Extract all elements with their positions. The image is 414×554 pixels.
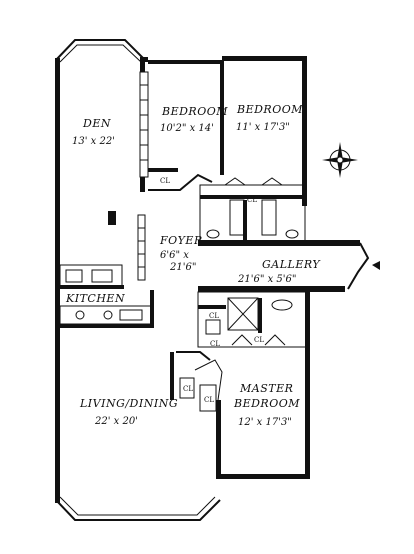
closet-mark-2: CL (247, 196, 257, 204)
foyer-label: FOYER (159, 234, 203, 247)
foyer-kitchen (59, 211, 154, 328)
left-wall (55, 58, 60, 503)
living-dims: 22' x 20' (94, 416, 138, 427)
upper-bathrooms (199, 177, 306, 246)
living-bay-window (55, 499, 221, 521)
gallery-walls (198, 240, 380, 292)
living-label: LIVING/DINING (79, 397, 178, 410)
compass-rose-icon (322, 142, 358, 178)
lower-bathrooms (197, 291, 309, 348)
closet-mark-6: CL (183, 385, 193, 393)
master-label: MASTER (239, 382, 293, 395)
closet-mark-5: CL (210, 340, 220, 348)
gallery-dims: 21'6" x 5'6" (237, 274, 297, 285)
den-bay-window (55, 39, 146, 61)
den-label: DEN (82, 117, 111, 130)
foyer-dims-2: 21'6" (169, 262, 196, 273)
bedroom1-dims: 10'2" x 14' (160, 123, 214, 134)
den-window-column (139, 71, 149, 178)
den-dims: 13' x 22' (72, 136, 115, 147)
kitchen-label: KITCHEN (65, 292, 125, 305)
closet-mark-3: CL (209, 312, 219, 320)
gallery-label: GALLERY (262, 258, 321, 271)
master-dims: 12' x 17'3" (238, 417, 292, 428)
master-label-2: BEDROOM (233, 397, 300, 410)
entry-arrow-icon (372, 261, 380, 270)
bedroom1-label: BEDROOM (161, 105, 228, 118)
bedroom2-dims: 11' x 17'3" (236, 122, 290, 133)
master-walls (170, 292, 310, 479)
closet-mark-7: CL (204, 396, 214, 404)
bedroom2-label: BEDROOM (236, 103, 303, 116)
closet-mark-4: CL (254, 336, 264, 344)
foyer-dims-1: 6'6" x (160, 250, 189, 261)
closet-mark-1: CL (160, 177, 170, 185)
